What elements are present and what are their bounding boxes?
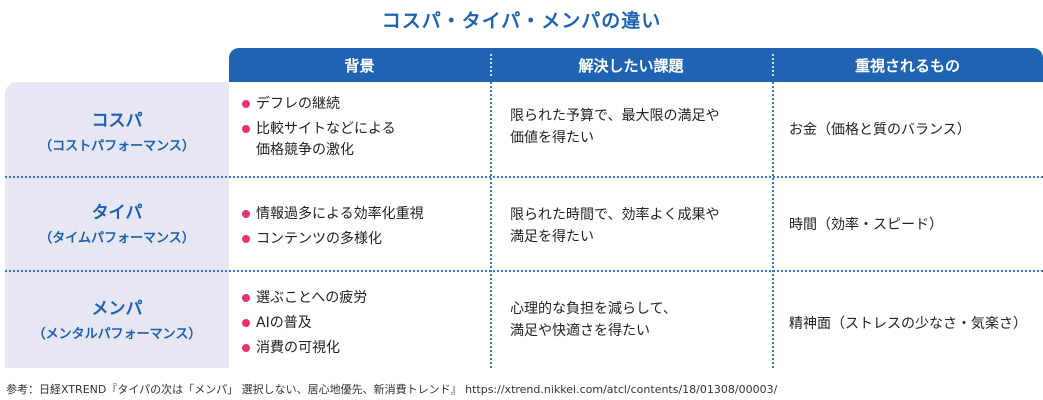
value-text: お金（価格と質のバランス） [789,122,971,138]
row-title: メンパ [91,299,143,319]
list-item: 情報過多による効率化重視 [242,204,482,225]
footnote: 参考：日経XTREND『タイパの次は「メンパ」 選択しない、居心地優先、新消費ト… [6,383,778,396]
list-item: 比較サイトなどによる [242,119,482,140]
bullet-icon [242,125,250,133]
list-item: 消費の可視化 [242,338,482,359]
row-label-column [5,82,229,368]
background-list: 情報過多による効率化重視 コンテンツの多様化 [242,204,482,254]
value-text: 精神面（ストレスの少なさ・気楽さ） [789,316,1027,332]
issue-text: 限られた予算で、最大限の満足や 価値を得たい [510,108,720,146]
list-item: AIの普及 [242,313,482,334]
background-list: デフレの継続 比較サイトなどによる 価格競争の激化 [242,94,482,165]
list-item: 選ぶことへの疲労 [242,288,482,309]
row-title: タイパ [91,203,143,223]
row-label-menpa: メンパ （メンタルパフォーマンス） [5,294,229,342]
bullet-icon [242,100,250,108]
page-title: コスパ・タイパ・メンパの違い [381,10,662,32]
list-item: コンテンツの多様化 [242,229,482,250]
row-label-taipa: タイパ （タイムパフォーマンス） [5,198,229,246]
row-title: コスパ [91,111,143,131]
bullet-icon [242,294,250,302]
bullet-icon [242,319,250,327]
issue-text: 限られた時間で、効率よく成果や 満足を得たい [510,207,720,245]
column-divider [772,82,774,368]
row-subtitle: （タイムパフォーマンス） [39,231,195,246]
column-divider [490,82,492,368]
header-issue: 解決したい課題 [490,48,772,82]
value-text: 時間（効率・スピード） [789,217,943,233]
background-list: 選ぶことへの疲労 AIの普及 消費の可視化 [242,288,482,363]
row-subtitle: （コストパフォーマンス） [39,139,195,154]
list-item-continuation: 価格競争の激化 [256,142,354,158]
table-header: 背景 解決したい課題 重視されるもの [229,48,1043,82]
header-background: 背景 [344,56,375,75]
row-divider [5,176,1043,178]
issue-text: 心理的な負担を減らして、 満足や快適さを得たい [510,301,677,339]
list-item: デフレの継続 [242,94,482,115]
row-divider [5,270,1043,272]
row-subtitle: （メンタルパフォーマンス） [32,327,202,342]
header-value: 重視されるもの [772,48,1043,82]
row-label-cospa: コスパ （コストパフォーマンス） [5,106,229,154]
bullet-icon [242,235,250,243]
bullet-icon [242,344,250,352]
bullet-icon [242,210,250,218]
